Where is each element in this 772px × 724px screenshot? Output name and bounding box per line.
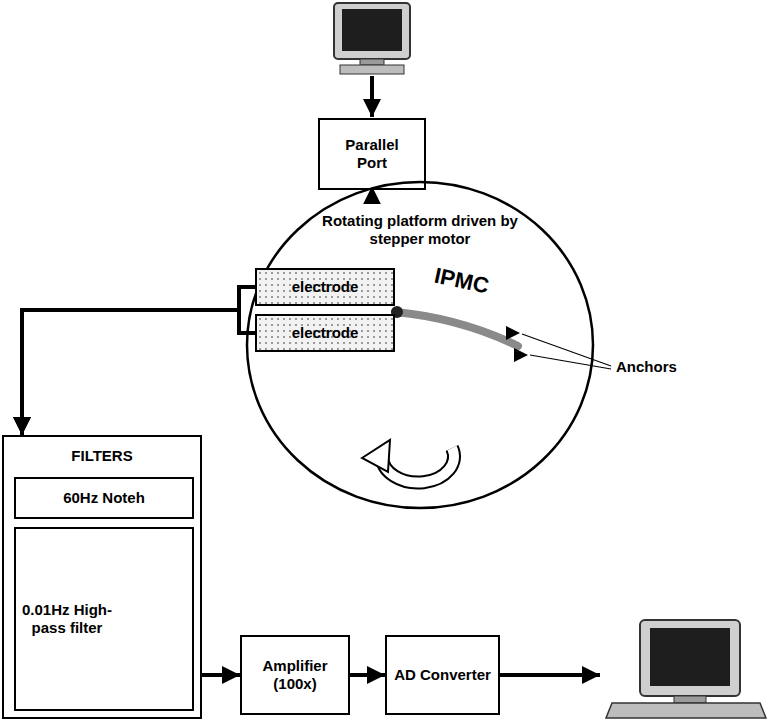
anchor bbox=[514, 348, 528, 362]
node-text: Amplifier (100x) bbox=[247, 657, 343, 693]
connector-arrow bbox=[350, 673, 385, 677]
callout-label: Anchors bbox=[616, 358, 677, 375]
process-box: Amplifier (100x) bbox=[240, 635, 350, 715]
node-text: electrode bbox=[292, 278, 359, 296]
process-box: Parallel Port bbox=[318, 118, 426, 190]
node-text: 0.01Hz High-pass filter bbox=[22, 601, 112, 637]
process-box: AD Converter bbox=[385, 635, 500, 715]
connector-arrow bbox=[202, 673, 240, 677]
ipmc-strip bbox=[395, 312, 518, 346]
node-text: electrode bbox=[292, 324, 359, 342]
computer-icon bbox=[334, 3, 410, 74]
node-text: Parallel Port bbox=[332, 136, 412, 172]
filters-group: FILTERS 60Hz Noteh 0.01Hz High-pass filter bbox=[2, 435, 202, 719]
computer-icon bbox=[606, 620, 766, 718]
rotating-platform: Rotating platform driven by stepper moto… bbox=[245, 180, 595, 510]
node-text: AD Converter bbox=[393, 666, 493, 684]
electrode-box: electrode bbox=[255, 268, 395, 306]
connector-arrow bbox=[22, 287, 255, 435]
rotation-arrow bbox=[362, 440, 454, 483]
anchor bbox=[506, 326, 520, 340]
arrow bbox=[370, 76, 374, 117]
connector-arrow bbox=[22, 310, 255, 435]
leader-line bbox=[530, 355, 611, 369]
electrode-box: electrode bbox=[255, 314, 395, 352]
filter-box: 0.01Hz High-pass filter bbox=[14, 527, 194, 711]
filter-box: 60Hz Noteh bbox=[14, 477, 194, 519]
arrow bbox=[500, 673, 600, 677]
node-text: FILTERS bbox=[4, 447, 200, 465]
part-label: IPMC bbox=[432, 263, 491, 300]
node-text: Rotating platform driven by stepper moto… bbox=[305, 212, 535, 248]
node-text: 60Hz Noteh bbox=[63, 489, 145, 507]
